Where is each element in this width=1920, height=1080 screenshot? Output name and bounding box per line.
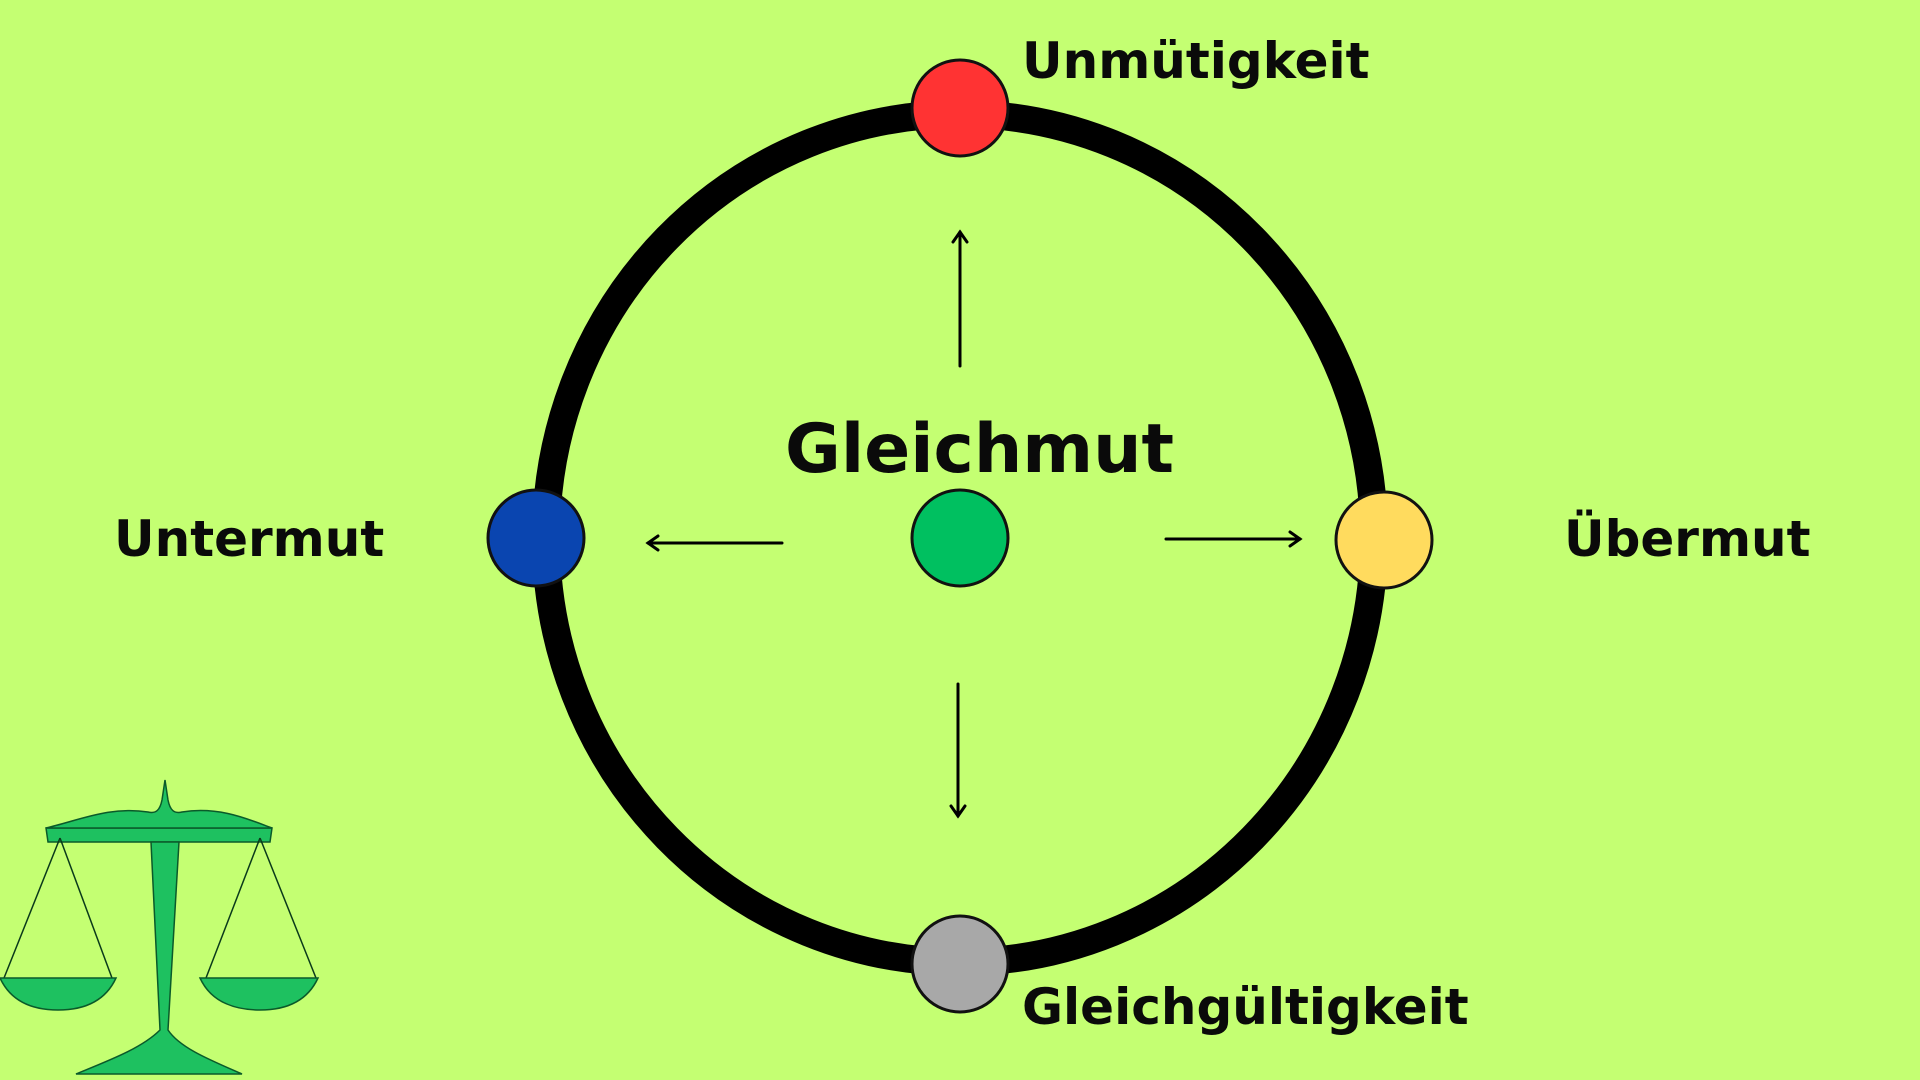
node-top [910, 58, 1010, 158]
arrow-right [1164, 530, 1303, 548]
label-gleichmut: Gleichmut [785, 410, 1175, 489]
arrow-left [645, 534, 784, 552]
arrow-up [951, 229, 969, 368]
node-bottom [910, 914, 1010, 1014]
label-uebermut: Übermut [1564, 510, 1811, 568]
balance-scale-icon [0, 779, 320, 1075]
label-gleichgueltigkeit: Gleichgültigkeit [1022, 978, 1469, 1036]
arrow-down [949, 682, 967, 819]
label-unmuetigkeit: Unmütigkeit [1022, 32, 1370, 90]
node-left [486, 488, 586, 588]
label-untermut: Untermut [114, 510, 385, 568]
node-center [910, 488, 1010, 588]
node-right [1334, 490, 1434, 590]
